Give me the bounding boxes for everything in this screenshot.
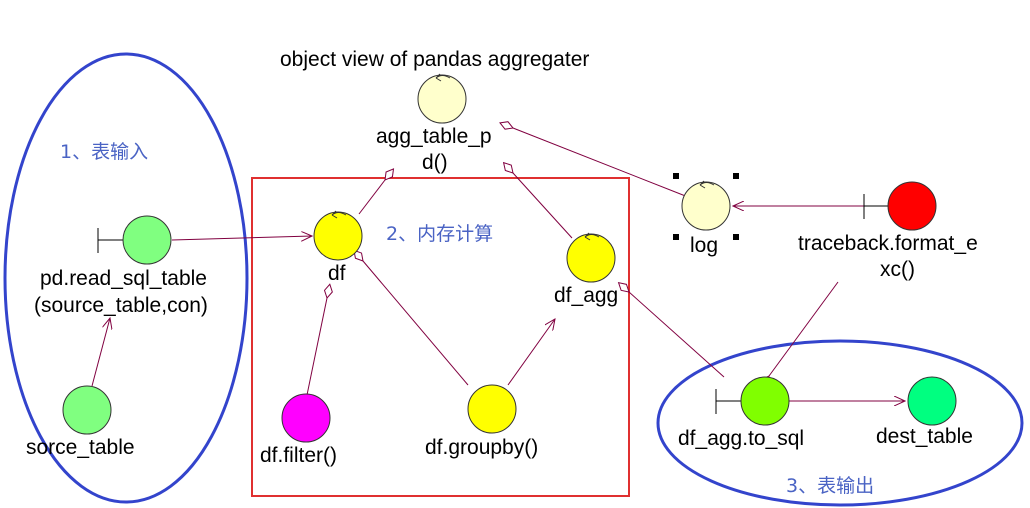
node-dest-table[interactable]: dest_table bbox=[876, 376, 973, 448]
node-df-agg-circle bbox=[566, 233, 616, 283]
node-to-sql-circle bbox=[740, 376, 790, 426]
connector-groupby-to-df bbox=[353, 249, 469, 386]
connector-traceback-to-tosql bbox=[760, 281, 839, 389]
group-input-label: 1、表输入 bbox=[60, 141, 148, 163]
node-df-agg[interactable]: df_agg bbox=[554, 232, 618, 307]
selection-handle[interactable] bbox=[733, 234, 739, 240]
connector-filter-to-df bbox=[306, 283, 333, 396]
group-output-ellipse bbox=[656, 339, 1024, 507]
node-read-sql-label-2: (source_table,con) bbox=[34, 294, 208, 317]
node-agg-table-pd-circle bbox=[417, 74, 467, 124]
connector-dfagg-to-aggpd bbox=[502, 161, 573, 239]
node-df-groupby-label: df.groupby() bbox=[425, 436, 538, 459]
node-read-sql-label-1: pd.read_sql_table bbox=[40, 267, 207, 290]
refresh-arrow-icon bbox=[435, 73, 451, 82]
node-traceback-label-1: traceback.format_e bbox=[798, 232, 978, 255]
group-input-ellipse bbox=[3, 52, 249, 504]
connector-groupby-to-dfagg bbox=[507, 319, 555, 386]
connector-df-to-aggpd bbox=[358, 168, 395, 215]
node-agg-table-pd-label-1: agg_table_p bbox=[376, 125, 492, 148]
node-df-agg-label: df_agg bbox=[554, 284, 618, 307]
node-df-circle bbox=[313, 211, 363, 261]
selection-handle[interactable] bbox=[673, 173, 679, 179]
connector-tosql-to-dfagg bbox=[617, 281, 725, 378]
connector-read-to-df bbox=[171, 236, 312, 240]
node-traceback-circle bbox=[887, 181, 937, 231]
node-df-filter-circle bbox=[281, 393, 331, 443]
diagram-title: object view of pandas aggregater bbox=[280, 48, 589, 71]
node-df-filter[interactable]: df.filter() bbox=[260, 393, 337, 467]
connector-log-to-aggpd bbox=[499, 121, 689, 198]
node-dest-table-circle bbox=[907, 376, 957, 426]
node-log-label: log bbox=[690, 234, 718, 257]
node-df-label: df bbox=[328, 262, 346, 285]
group-output-label: 3、表输出 bbox=[786, 475, 874, 497]
node-df-filter-label: df.filter() bbox=[260, 444, 337, 467]
node-traceback[interactable]: traceback.format_e xc() bbox=[798, 181, 978, 281]
connector-source-to-read bbox=[91, 318, 110, 387]
node-source-table-label: sorce_table bbox=[26, 436, 135, 459]
node-read-sql[interactable]: pd.read_sql_table (source_table,con) bbox=[34, 215, 208, 317]
selection-handle[interactable] bbox=[733, 173, 739, 179]
group-compute-frame bbox=[251, 177, 630, 497]
node-df-groupby[interactable]: df.groupby() bbox=[425, 384, 538, 459]
node-to-sql-label: df_agg.to_sql bbox=[678, 427, 804, 450]
refresh-arrow-icon bbox=[584, 232, 600, 241]
node-log-circle bbox=[681, 181, 731, 231]
refresh-arrow-icon bbox=[699, 180, 715, 189]
node-source-table[interactable]: sorce_table bbox=[26, 385, 135, 459]
group-compute-label: 2、内存计算 bbox=[386, 223, 493, 245]
node-to-sql[interactable]: df_agg.to_sql bbox=[678, 376, 804, 450]
node-agg-table-pd[interactable]: agg_table_p d() bbox=[376, 73, 492, 174]
node-df-groupby-circle bbox=[467, 384, 517, 434]
node-read-sql-circle bbox=[122, 215, 172, 265]
node-traceback-label-2: xc() bbox=[880, 258, 915, 281]
selection-handle[interactable] bbox=[673, 234, 679, 240]
node-log[interactable]: log bbox=[673, 173, 739, 257]
node-df[interactable]: df bbox=[313, 210, 363, 285]
node-agg-table-pd-label-2: d() bbox=[422, 151, 448, 174]
node-dest-table-label: dest_table bbox=[876, 425, 973, 448]
node-source-table-circle bbox=[62, 385, 112, 435]
refresh-arrow-icon bbox=[331, 210, 347, 219]
